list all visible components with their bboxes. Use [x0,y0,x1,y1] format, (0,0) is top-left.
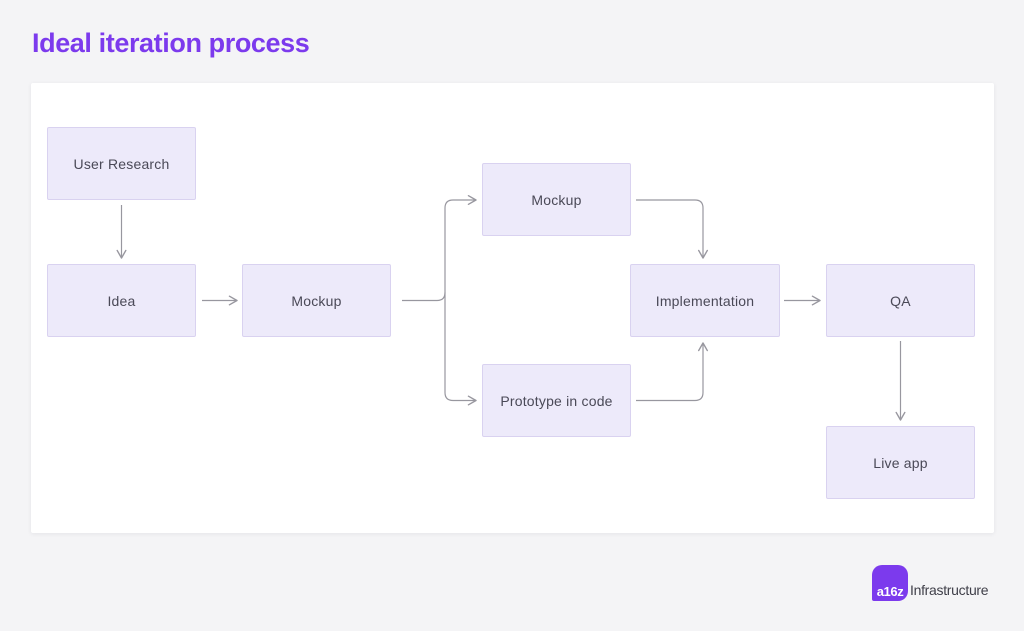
node-mockup: Mockup [242,264,391,337]
a16z-infrastructure-logo: a16z Infrastructure [872,565,989,601]
node-live-app: Live app [826,426,975,499]
node-user-research: User Research [47,127,196,200]
a16z-logo-mark-icon: a16z [872,565,908,601]
logo-wordmark: Infrastructure [910,582,989,598]
node-qa: QA [826,264,975,337]
edge-mockup-branch-stem [402,292,446,302]
page-title: Ideal iteration process [32,28,310,58]
edge-prototype-in-code-to-implementation [636,342,709,402]
node-idea: Idea [47,264,196,337]
edge-mockup-to-prototype-in-code [444,292,477,406]
node-prototype-in-code: Prototype in code [482,364,631,437]
a16z-logo-mark-text: a16z [876,584,904,599]
node-mockup-2: Mockup [482,163,631,236]
node-implementation: Implementation [630,264,780,337]
edge-mockup-to-mockup-2 [444,194,477,293]
edge-mockup-2-to-implementation [636,199,709,259]
diagram-canvas: User Research Idea Mockup Mockup Prototy… [31,83,994,533]
